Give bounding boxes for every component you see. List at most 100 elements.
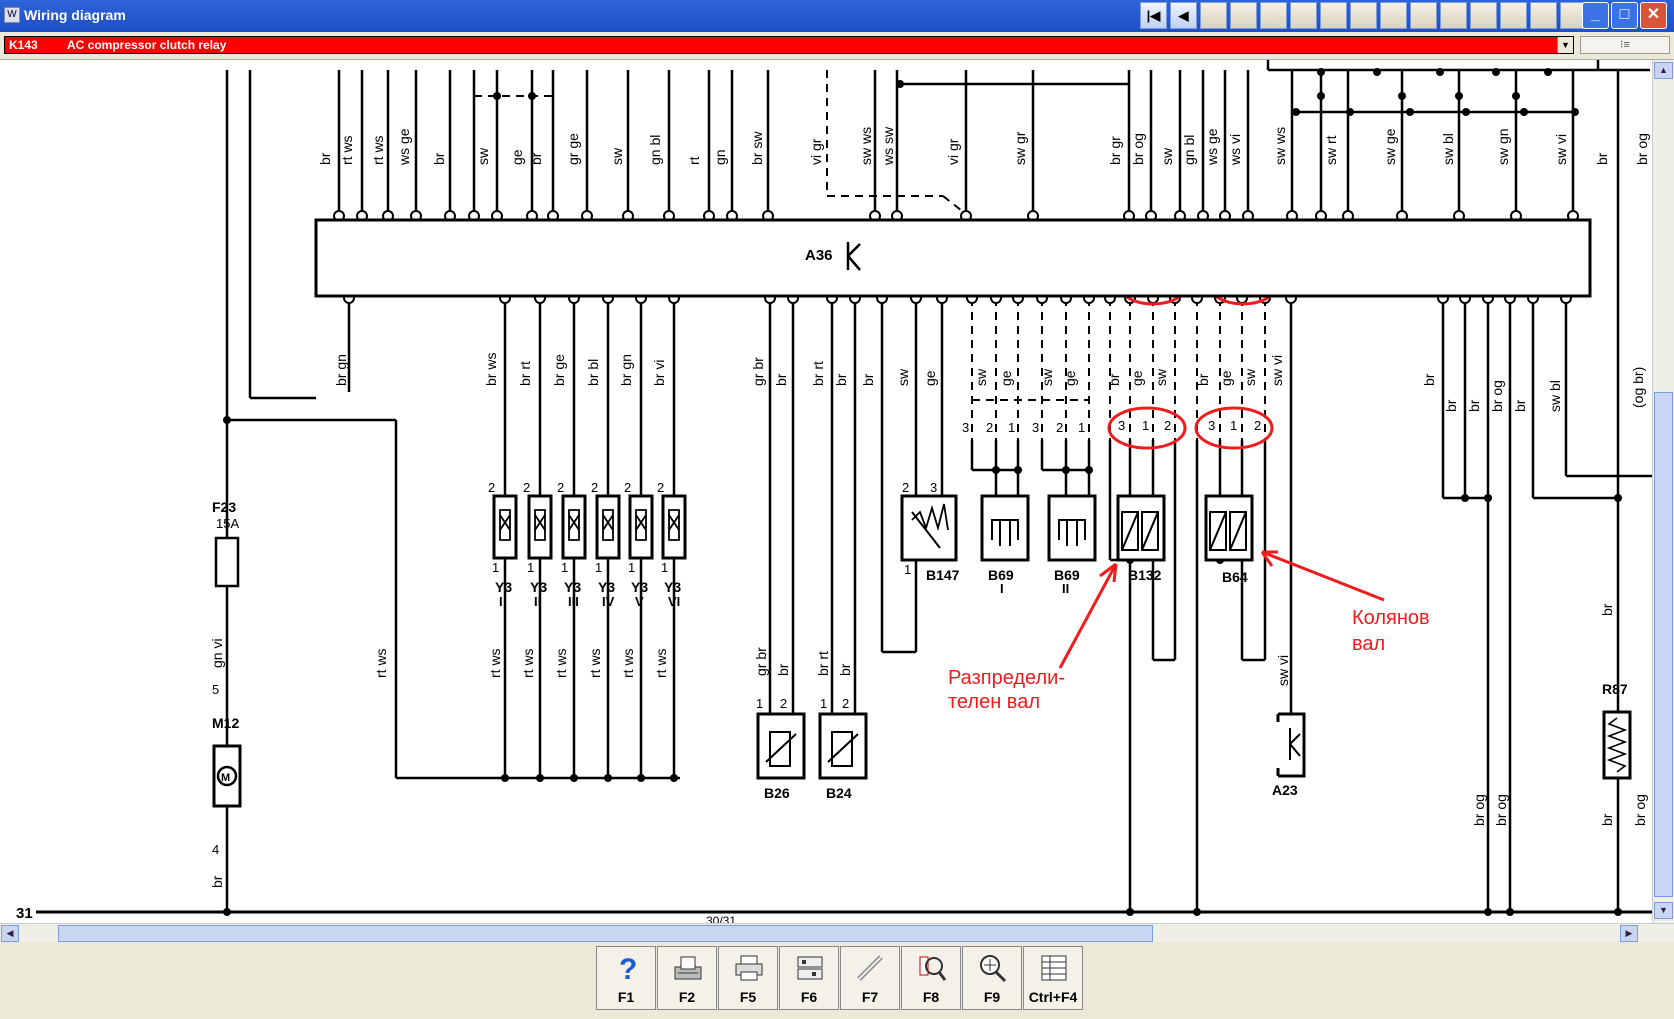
component-select[interactable]: K143 AC compressor clutch relay ▼ (4, 36, 1574, 54)
wire-color-label: sw (973, 368, 989, 386)
sensor-b69-i (980, 494, 1030, 562)
pin-number: 1 (561, 560, 568, 575)
wire-color-label: sw vi (1275, 655, 1291, 686)
f9-magnify-button[interactable]: F9 (962, 946, 1022, 1010)
junction-dot (1436, 68, 1444, 76)
wire-color-label: sw gr (1012, 131, 1028, 165)
junction-dot (1085, 466, 1093, 474)
component-code: K143 (9, 38, 38, 52)
wire-color-label: gn vi (209, 638, 225, 668)
horizontal-scrollbar[interactable]: ◀ ▶ (0, 923, 1674, 942)
junction-dot (1317, 68, 1325, 76)
junction-dot (223, 416, 231, 424)
tool-icon-7[interactable] (1380, 2, 1407, 29)
close-button[interactable]: ✕ (1640, 2, 1667, 29)
scroll-right-button[interactable]: ▶ (1620, 925, 1638, 942)
crankshaft-annotation-line1: Колянов (1352, 607, 1430, 629)
injector-label: Y3 (664, 579, 681, 595)
junction-dot (1346, 108, 1354, 116)
minimize-button[interactable]: _ (1582, 2, 1609, 29)
fuse-f23-label: F23 (212, 499, 236, 515)
pin-number: 2 (523, 480, 530, 495)
ctrl-f4-table-button[interactable]: Ctrl+F4 (1023, 946, 1083, 1010)
wiring-diagram: 5548542751427375536869252649812171091420… (0, 60, 1652, 923)
f5-print-button[interactable]: F5 (718, 946, 778, 1010)
tool-icon-6[interactable] (1350, 2, 1377, 29)
tool-icon-3[interactable] (1260, 2, 1287, 29)
wire-color-label: br og (1489, 380, 1505, 412)
f6-label: F6 (800, 989, 818, 1005)
tool-icon-12[interactable] (1530, 2, 1557, 29)
chevron-down-icon[interactable]: ▼ (1557, 37, 1573, 53)
annotation-arrow (1261, 550, 1385, 602)
injector-icon (668, 509, 680, 541)
injector-y3 (661, 494, 687, 560)
sensor-b64-icon (1209, 511, 1247, 551)
pin-number: 1 (527, 560, 534, 575)
pin-number: 2 (986, 420, 993, 435)
tool-icon-2[interactable] (1230, 2, 1257, 29)
f6-connector-button[interactable]: F6 (779, 946, 839, 1010)
junction-dot (1373, 68, 1381, 76)
printer-icon (735, 955, 763, 981)
tool-icon-1[interactable] (1200, 2, 1227, 29)
junction-dot (1571, 108, 1579, 116)
resistor-r87-label: R87 (1602, 681, 1628, 697)
wire-color-label: rt ws (487, 648, 503, 678)
sensor-b69-ii-label: B69 (1054, 567, 1080, 583)
f1-help-button[interactable]: ? F1 (596, 946, 656, 1010)
injector-label: Y3 (598, 579, 615, 595)
motor-symbol: M (221, 772, 230, 784)
pin-number: 1 (904, 562, 911, 577)
sensor-b69-i-label: B69 (988, 567, 1014, 583)
fax-icon (674, 956, 702, 980)
f2-fax-button[interactable]: F2 (657, 946, 717, 1010)
wire-color-label: br (773, 373, 789, 386)
maximize-button[interactable]: □ (1611, 2, 1638, 29)
tool-icon-5[interactable] (1320, 2, 1347, 29)
horizontal-scroll-thumb[interactable] (58, 925, 1153, 942)
wire-color-label: rt ws (653, 648, 669, 678)
wire-color-label: gr ge (565, 133, 581, 165)
vertical-scrollbar[interactable]: ▲ ▼ (1652, 60, 1674, 923)
injector-y3 (595, 494, 621, 560)
pin-number: 2 (1254, 418, 1261, 433)
tool-icon-9[interactable] (1440, 2, 1467, 29)
scroll-up-button[interactable]: ▲ (1654, 62, 1673, 79)
f8-zoom-component-button[interactable]: F8 (901, 946, 961, 1010)
tool-icon-8[interactable] (1410, 2, 1437, 29)
wire-color-label: ge (509, 149, 525, 165)
vertical-scroll-thumb[interactable] (1654, 392, 1673, 897)
wire-color-label: br (1594, 152, 1610, 165)
scroll-left-button[interactable]: ◀ (1, 925, 19, 942)
tool-icon-11[interactable] (1500, 2, 1527, 29)
junction-dot (1462, 108, 1470, 116)
svg-text:?: ? (619, 953, 637, 983)
f7-probe-button[interactable]: F7 (840, 946, 900, 1010)
wire-color-label: br og (1634, 133, 1650, 165)
list-button[interactable]: ⁝≡ (1580, 36, 1670, 54)
previous-page-button[interactable]: ◀ (1170, 2, 1197, 29)
wire-color-label: br (317, 152, 333, 165)
f7-label: F7 (861, 989, 879, 1005)
injector-sub-label: IV (602, 594, 615, 609)
ecu-symbol-icon (846, 242, 861, 271)
wire-color-label: sw vi (1553, 134, 1569, 165)
tool-icon-10[interactable] (1470, 2, 1497, 29)
pin-number: 1 (820, 696, 827, 711)
camshaft-annotation-line1: Разпредели- (948, 667, 1065, 689)
junction-dot (1512, 92, 1520, 100)
ecu-block (314, 218, 1592, 298)
scroll-down-button[interactable]: ▼ (1654, 902, 1673, 919)
junction-dot (501, 774, 509, 782)
pin-number: 1 (1142, 418, 1149, 433)
pin-number: 1 (661, 560, 668, 575)
wire-color-label: sw (1159, 147, 1175, 165)
probe-icon (857, 955, 883, 981)
magnifier-icon (980, 955, 1007, 983)
tool-icon-4[interactable] (1290, 2, 1317, 29)
first-page-button[interactable]: |◀ (1140, 2, 1167, 29)
junction-dot (570, 774, 578, 782)
wire-color-label: sw (895, 368, 911, 386)
junction-dot (1398, 92, 1406, 100)
